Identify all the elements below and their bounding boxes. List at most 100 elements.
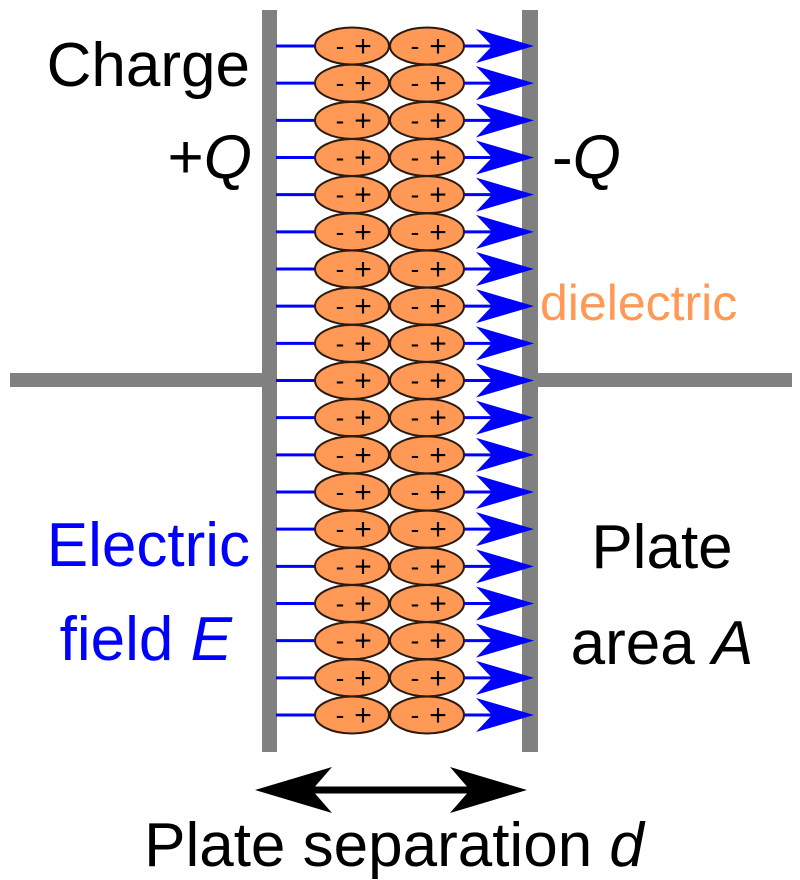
dipole-ellipse [314, 658, 390, 698]
dipole-plus-sign: + [354, 365, 372, 398]
dipole-plus-sign: + [354, 402, 372, 435]
dipole: -+ [314, 26, 390, 66]
dipole-plus-sign: + [429, 439, 447, 472]
dipole-ellipse [314, 138, 390, 177]
dipole: -+ [389, 509, 465, 549]
field-arrowhead-icon [476, 549, 534, 584]
dipole-ellipse [389, 63, 465, 103]
dipole-ellipse [314, 323, 390, 363]
dipole: -+ [314, 584, 390, 623]
dipole-ellipse [314, 361, 390, 400]
dipole-minus-sign: - [336, 217, 345, 247]
dipole-plus-sign: + [429, 253, 447, 286]
dipole-plus-sign: + [354, 104, 372, 137]
dipole-plus-sign: + [429, 365, 447, 398]
dipole-plus-sign: + [354, 550, 372, 583]
dipole: -+ [314, 63, 390, 103]
dipole-ellipse [389, 286, 465, 326]
dipole-minus-sign: - [411, 663, 420, 693]
dielectric-label: dielectric [540, 275, 737, 331]
dipole-ellipse [389, 658, 465, 698]
dipole: -+ [314, 398, 390, 438]
dipole-plus-sign: + [429, 216, 447, 249]
field-arrowhead-icon [476, 103, 534, 138]
dipole-plus-sign: + [354, 476, 372, 509]
dipole-minus-sign: - [336, 589, 345, 619]
dipole-plus-sign: + [429, 142, 447, 175]
dipole-plus-sign: + [429, 550, 447, 583]
field-arrowhead-icon [476, 623, 534, 658]
field-arrowhead-icon [476, 289, 534, 324]
dipole: -+ [389, 323, 465, 363]
dipole-minus-sign: - [411, 626, 420, 656]
dipole-ellipse [314, 100, 390, 140]
dipole-plus-sign: + [429, 179, 447, 212]
dipole-minus-sign: - [411, 31, 420, 61]
field-row: -+-+ [276, 323, 534, 363]
dipole: -+ [389, 472, 465, 512]
dipole: -+ [389, 63, 465, 103]
field-arrowhead-icon [476, 140, 534, 175]
positive-charge-label: +Q [168, 123, 252, 192]
dipole-plus-sign: + [354, 179, 372, 212]
field-arrowhead-icon [476, 214, 534, 249]
dipole: -+ [314, 361, 390, 400]
dipole-plus-sign: + [429, 699, 447, 732]
dipole-minus-sign: - [336, 366, 345, 396]
dipole: -+ [314, 509, 390, 549]
dipole-minus-sign: - [411, 68, 420, 98]
dipole: -+ [314, 621, 390, 661]
dipole-ellipse [314, 695, 390, 735]
dipole-minus-sign: - [336, 291, 345, 321]
field-arrowhead-icon [476, 326, 534, 361]
electric-field-label: Electric [47, 511, 250, 580]
dipole-minus-sign: - [411, 217, 420, 247]
dipole: -+ [314, 138, 390, 177]
dipole: -+ [314, 100, 390, 140]
dipole-minus-sign: - [336, 143, 345, 173]
dipole: -+ [389, 695, 465, 735]
dipole-minus-sign: - [411, 403, 420, 433]
dipole-minus-sign: - [411, 105, 420, 135]
dipole-ellipse [389, 398, 465, 438]
dipole: -+ [314, 286, 390, 326]
field-row: -+-+ [276, 621, 534, 661]
dipole-minus-sign: - [411, 477, 420, 507]
dipole-plus-sign: + [354, 662, 372, 695]
dipole-ellipse [314, 286, 390, 326]
dipole: -+ [389, 138, 465, 177]
dipole-ellipse [389, 621, 465, 661]
dipole-plus-sign: + [354, 67, 372, 100]
dipole-ellipse [389, 323, 465, 363]
dipole-plus-sign: + [354, 588, 372, 621]
dipole: -+ [314, 658, 390, 698]
dipole-plus-sign: + [429, 625, 447, 658]
dipole-ellipse [389, 546, 465, 586]
dipole-ellipse [389, 435, 465, 475]
dipole-minus-sign: - [336, 180, 345, 210]
dipole-minus-sign: - [336, 328, 345, 358]
dipole-minus-sign: - [336, 663, 345, 693]
dipole-ellipse [389, 695, 465, 735]
dipole: -+ [389, 175, 465, 215]
field-row: -+-+ [276, 546, 534, 586]
dipole: -+ [389, 361, 465, 400]
field-row: -+-+ [276, 509, 534, 549]
dipole-ellipse [314, 546, 390, 586]
dipole-plus-sign: + [429, 327, 447, 360]
dipole-minus-sign: - [411, 143, 420, 173]
dipole-ellipse [314, 175, 390, 215]
dipole-minus-sign: - [336, 626, 345, 656]
dipole-ellipse [314, 249, 390, 289]
dipole-ellipse [314, 63, 390, 103]
dipole: -+ [389, 212, 465, 252]
field-row: -+-+ [276, 212, 534, 252]
dipole: -+ [314, 212, 390, 252]
dipole-minus-sign: - [336, 700, 345, 730]
dipole-plus-sign: + [429, 104, 447, 137]
field-row: -+-+ [276, 584, 534, 623]
dipole-ellipse [314, 435, 390, 475]
dipole-plus-sign: + [354, 290, 372, 323]
field-row: -+-+ [276, 138, 534, 177]
